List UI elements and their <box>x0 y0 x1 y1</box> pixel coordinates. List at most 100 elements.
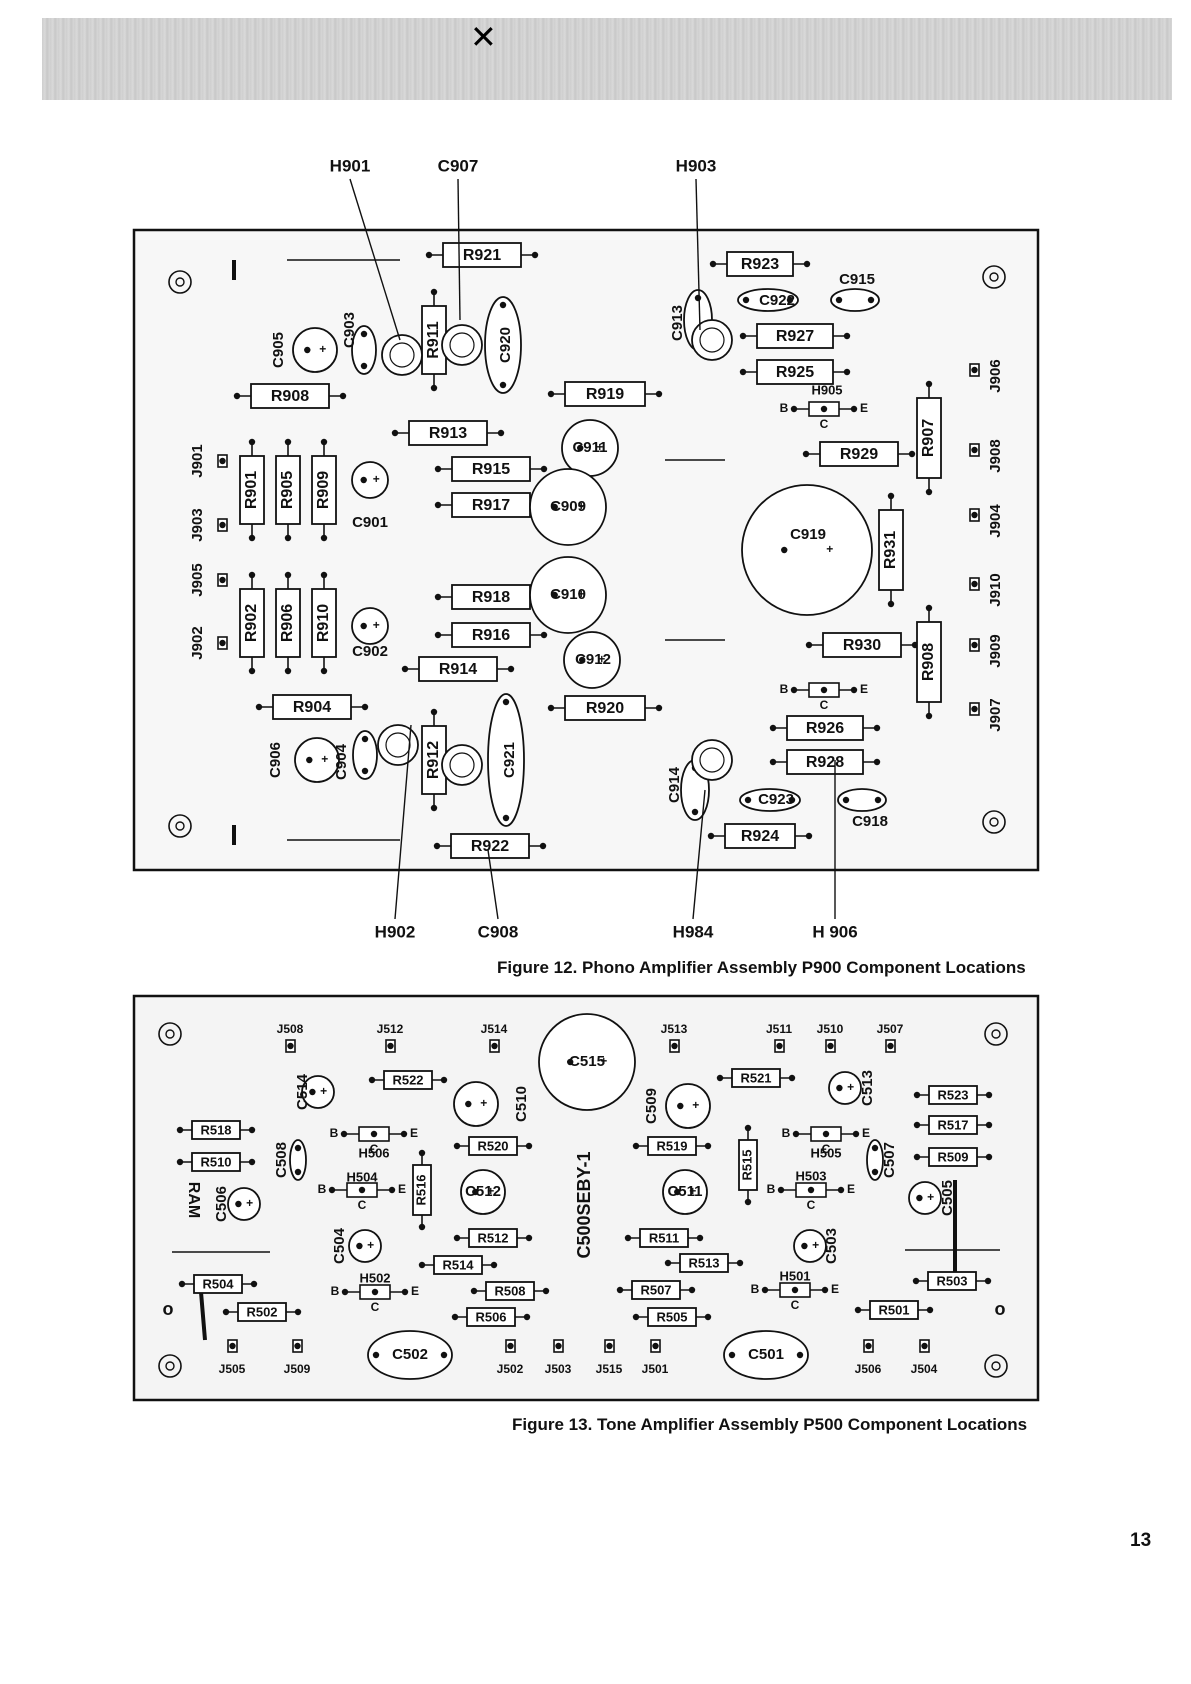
solder-pad <box>971 446 978 454</box>
polarity-mark: + <box>321 752 328 766</box>
jack-j503: J503 <box>545 1339 572 1376</box>
polarity-mark: + <box>596 440 603 454</box>
capacitor-c920: C920 <box>484 296 522 394</box>
resistor-r514: R514 <box>418 1255 498 1275</box>
resistor-r901: R901 <box>239 438 265 542</box>
polarity-mark: + <box>598 652 605 666</box>
solder-pad <box>418 1149 426 1157</box>
resistor-label: R513 <box>688 1255 719 1270</box>
resistor-label: R907 <box>920 419 937 457</box>
solder-pad <box>606 1342 613 1350</box>
resistor-label: R917 <box>472 497 510 514</box>
jack-j505: J505 <box>219 1339 246 1376</box>
solder-pad <box>873 724 881 732</box>
pin-label: C <box>358 1198 367 1212</box>
solder-pad <box>401 665 409 673</box>
resistor-r908: R908 <box>916 604 942 720</box>
pin-label: C <box>820 417 829 431</box>
solder-pad <box>781 546 788 554</box>
solder-pad <box>579 656 586 664</box>
solder-pad <box>434 631 442 639</box>
capacitor-label: C510 <box>513 1086 530 1122</box>
solder-pad <box>465 1100 472 1108</box>
capacitor-c506: +C506 <box>213 1186 261 1222</box>
capacitor-label: C501 <box>748 1346 784 1363</box>
solder-pad <box>284 438 292 446</box>
resistor-r522: R522 <box>368 1070 448 1090</box>
solder-pad <box>178 1280 186 1288</box>
solder-pad <box>248 534 256 542</box>
solder-pad <box>688 1286 696 1294</box>
capacitor-c505: +C505 <box>908 1180 956 1216</box>
resistor-r523: R523 <box>913 1085 993 1105</box>
solder-pad <box>284 667 292 675</box>
solder-pad <box>744 1124 752 1132</box>
solder-pad <box>854 1306 862 1314</box>
callout-h901: H901 <box>330 156 401 341</box>
solder-pad <box>440 1351 448 1359</box>
transistor-can <box>381 334 423 376</box>
pin-label: E <box>410 1126 418 1140</box>
capacitor-label: C904 <box>333 743 350 780</box>
solder-pad <box>805 641 813 649</box>
solder-pad <box>360 476 367 484</box>
pin-label: E <box>860 401 868 415</box>
resistor-label: R512 <box>477 1230 508 1245</box>
solder-pad <box>655 704 663 712</box>
solder-pad <box>434 465 442 473</box>
capacitor-c502: C502 <box>367 1330 453 1380</box>
resistor-label: R916 <box>472 627 510 644</box>
solder-pad <box>248 1158 256 1166</box>
resistor-label: R519 <box>656 1138 687 1153</box>
capacitor-label: C919 <box>790 526 826 543</box>
resistor-label: R511 <box>649 1230 679 1245</box>
resistor-label: R516 <box>413 1174 428 1205</box>
callout-h903: H903 <box>676 156 716 331</box>
resistor-r906: R906 <box>275 571 301 675</box>
solder-pad <box>925 712 933 720</box>
solder-pad <box>430 288 438 296</box>
solder-pad <box>790 405 798 413</box>
pin-label: B <box>767 1182 776 1196</box>
jack-label: J507 <box>877 1022 904 1036</box>
capacitor-c911: +C911 <box>561 419 619 477</box>
page-number: 13 <box>1130 1530 1152 1551</box>
solder-pad <box>803 260 811 268</box>
capacitor-c902: +C902 <box>351 607 389 660</box>
resistor-label: R929 <box>840 446 878 463</box>
resistor-r907: R907 <box>916 380 942 496</box>
solder-pad <box>430 804 438 812</box>
hole-mark: o <box>163 1299 174 1319</box>
capacitor-label: C903 <box>341 312 358 348</box>
capacitor-label: C911 <box>572 439 607 456</box>
solder-pad <box>502 814 510 822</box>
capacitor-c504: +C504 <box>331 1227 382 1264</box>
solder-pad <box>887 492 895 500</box>
board-part-number: C500SEBY-1 <box>574 1151 594 1258</box>
solder-pad <box>913 1091 921 1099</box>
transistor-label: H502 <box>359 1270 390 1285</box>
solder-pad <box>309 1088 316 1096</box>
resistor-r501: R501 <box>854 1300 934 1320</box>
solder-pad <box>655 390 663 398</box>
capacitor-label: C504 <box>331 1227 348 1264</box>
jack-label: J504 <box>911 1362 938 1376</box>
solder-pad <box>361 703 369 711</box>
solder-pad <box>850 405 858 413</box>
solder-pad <box>388 1186 396 1194</box>
solder-pad <box>786 296 794 304</box>
pin-label: B <box>780 682 789 696</box>
phono-amplifier-board-diagram: ✕ R921R923R927R925R908R913R915R917R919R9… <box>132 19 1040 941</box>
solder-pad <box>360 330 368 338</box>
resistor-label: R523 <box>937 1087 968 1102</box>
solder-pad <box>908 450 916 458</box>
solder-pad <box>744 1198 752 1206</box>
resistor-r910: R910 <box>311 571 337 675</box>
jack-j510: J510 <box>817 1022 844 1053</box>
capacitor-c906: +C906 <box>267 737 340 783</box>
solder-pad <box>837 1186 845 1194</box>
resistor-r502: R502 <box>222 1302 302 1322</box>
capacitor-c503: +C503 <box>793 1228 840 1264</box>
mounting-hole <box>984 1022 1008 1046</box>
